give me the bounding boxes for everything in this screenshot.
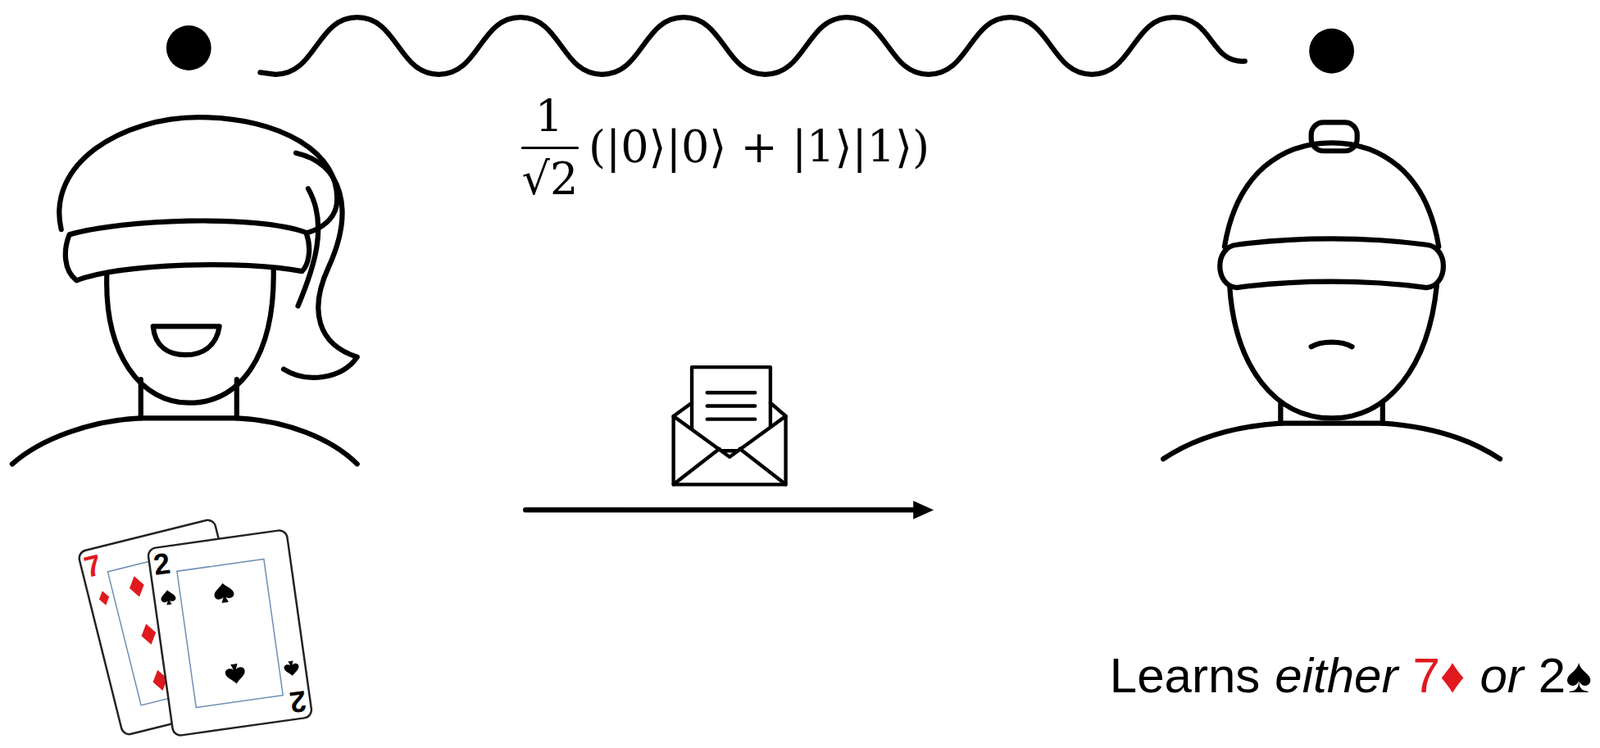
fraction-bar xyxy=(522,146,578,150)
result-word: either xyxy=(1274,646,1398,706)
alice-figure xyxy=(12,117,358,464)
entanglement-wave xyxy=(259,17,1245,75)
bob-figure xyxy=(1163,122,1500,460)
result-line: Learnseither7♦or2♠ xyxy=(1109,646,1592,706)
arrow-head xyxy=(913,500,934,519)
card-name: 2♠ xyxy=(1538,646,1592,706)
message-arrow xyxy=(525,507,919,513)
particle-dot xyxy=(1309,28,1355,74)
result-word: or xyxy=(1479,646,1523,706)
result-word: Learns xyxy=(1109,646,1260,706)
particle-dot xyxy=(166,25,212,71)
fraction-denominator: √2 xyxy=(522,157,579,202)
card-face xyxy=(145,527,314,739)
fraction-numerator: 1 xyxy=(535,95,564,140)
card-name: 7♦ xyxy=(1412,646,1465,706)
playing-card: 22 xyxy=(145,527,314,739)
envelope-icon xyxy=(673,367,787,485)
bell-state: (|0⟩|0⟩ + |1⟩|1⟩) xyxy=(588,125,930,170)
